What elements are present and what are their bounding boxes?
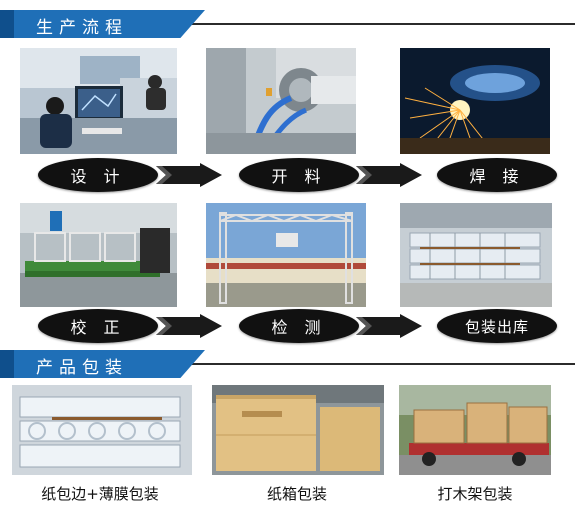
section-divider <box>0 23 575 25</box>
chevron-arrow-right-icon <box>356 314 422 338</box>
packaging-caption-film: 纸包边+薄膜包装 <box>41 485 159 503</box>
section-tab-stripe <box>0 10 14 38</box>
chevron-arrow-right-icon <box>156 163 222 187</box>
photo-welding-sparks <box>400 48 550 154</box>
chevron-arrow-right-icon <box>356 163 422 187</box>
section-tab: 产品包装 <box>0 350 205 378</box>
section-tab: 生产流程 <box>0 10 205 38</box>
section-tab-stripe <box>0 350 14 378</box>
section-divider <box>0 363 575 365</box>
photo-carton-boxes <box>212 385 384 475</box>
chevron-arrow-right-icon <box>156 314 222 338</box>
step-welding-button: 焊 接 <box>437 158 557 192</box>
packaging-caption-wood: 打木架包装 <box>437 485 513 503</box>
section-title-process: 生产流程 <box>36 18 128 38</box>
photo-cutting-machine <box>206 48 356 154</box>
step-straighten-button: 校 正 <box>38 309 158 343</box>
photo-film-wrapped-truss <box>12 385 192 475</box>
step-inspect-button: 检 测 <box>239 309 359 343</box>
photo-design-office <box>20 48 177 154</box>
section-header-packaging: 产品包装 <box>0 350 575 378</box>
section-header-process: 生产流程 <box>0 10 575 38</box>
photo-straighten-line <box>20 203 177 307</box>
section-title-packaging: 产品包装 <box>36 358 128 378</box>
step-design-button: 设 计 <box>38 158 158 192</box>
photo-truss-inspection <box>206 203 366 307</box>
photo-wooden-crates-truck <box>399 385 551 475</box>
photo-packaged-trusses <box>400 203 552 307</box>
step-cutting-button: 开 料 <box>239 158 359 192</box>
step-pack-ship-button: 包装出库 <box>437 309 557 343</box>
packaging-caption-carton: 纸箱包装 <box>266 485 327 503</box>
